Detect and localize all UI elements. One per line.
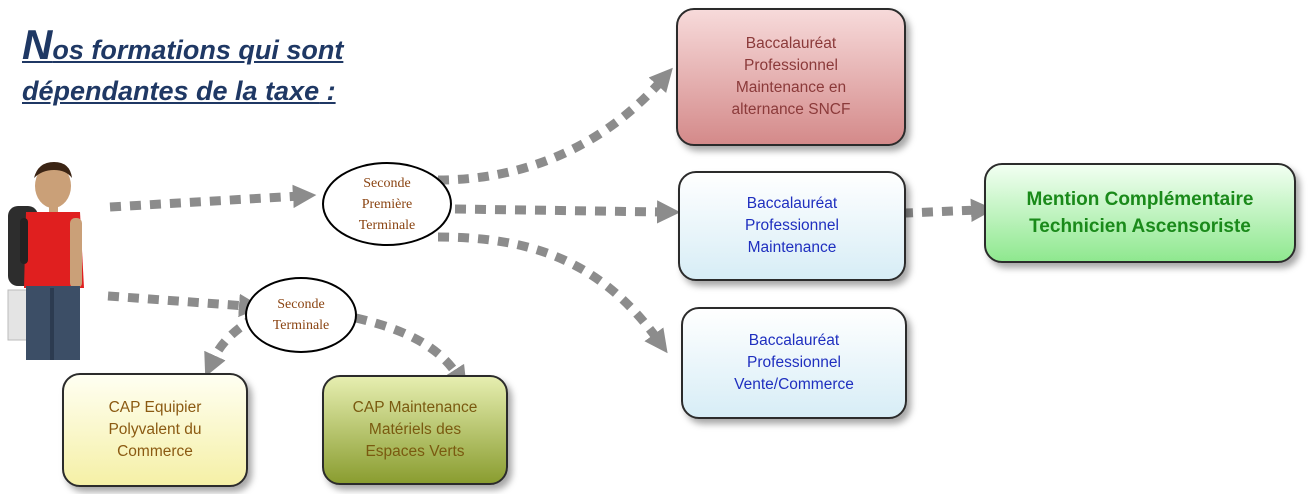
line: Professionnel: [747, 354, 841, 371]
line: Polyvalent du: [108, 421, 202, 438]
ellipse-line-premiere: Première: [361, 196, 413, 212]
line: Professionnel: [744, 57, 838, 74]
line: Baccalauréat: [745, 35, 837, 52]
line: Baccalauréat: [748, 332, 840, 349]
line: Matériels des: [368, 421, 462, 438]
ellipse-line-terminale: Terminale: [272, 318, 330, 333]
line: Maintenance: [747, 239, 837, 256]
line: alternance SNCF: [731, 101, 851, 118]
arrow-seconde-to-bac-maintenance: [454, 200, 681, 224]
ellipse-seconde-terminale: Seconde Terminale: [245, 277, 357, 353]
line: CAP Equipier: [108, 399, 202, 416]
line: Professionnel: [745, 217, 839, 234]
arrow-student-to-seconde-terminale: [107, 291, 263, 318]
line: Mention Complémentaire: [1026, 189, 1254, 210]
page-title: Nos formations qui sont dépendantes de l…: [22, 24, 422, 112]
arrow-seconde-to-sncf: [437, 67, 673, 185]
line: Commerce: [117, 443, 193, 460]
line: Espaces Verts: [365, 443, 465, 460]
box-cap-maintenance: CAP Maintenance Matériels des Espaces Ve…: [322, 375, 508, 485]
title-initial: N: [22, 21, 53, 68]
box-bac-pro-sncf: Baccalauréat Professionnel Maintenance e…: [676, 8, 906, 146]
line: CAP Maintenance: [352, 399, 478, 416]
box-bac-pro-maintenance: Baccalauréat Professionnel Maintenance: [678, 171, 906, 281]
arrow-seconde-to-bac-vente: [437, 232, 668, 354]
arrow-seconde-terminale-to-cap-maintenance: [354, 313, 467, 390]
title-suffix: :: [319, 76, 336, 106]
line: Technicien Ascensoriste: [1029, 216, 1251, 237]
line: Vente/Commerce: [734, 376, 854, 393]
line: Maintenance en: [735, 79, 847, 96]
ellipse-line-seconde: Seconde: [363, 175, 411, 191]
ellipse-line-seconde: Seconde: [277, 297, 325, 312]
arrow-bac-maintenance-to-mention: [881, 198, 995, 222]
ellipse-line-terminale: Terminale: [358, 217, 416, 233]
title-line1: os formations qui sont: [52, 35, 344, 65]
box-cap-equipier: CAP Equipier Polyvalent du Commerce: [62, 373, 248, 487]
title-line2: dépendantes de la taxe: [22, 76, 320, 106]
box-bac-pro-vente: Baccalauréat Professionnel Vente/Commerc…: [681, 307, 907, 419]
student-icon: [7, 162, 84, 360]
box-mention-complementaire: Mention Complémentaire Technicien Ascens…: [984, 163, 1296, 263]
arrow-student-to-seconde: [109, 184, 317, 212]
ellipse-seconde-premiere-terminale: Seconde Première Terminale: [322, 162, 452, 246]
line: Baccalauréat: [746, 195, 838, 212]
